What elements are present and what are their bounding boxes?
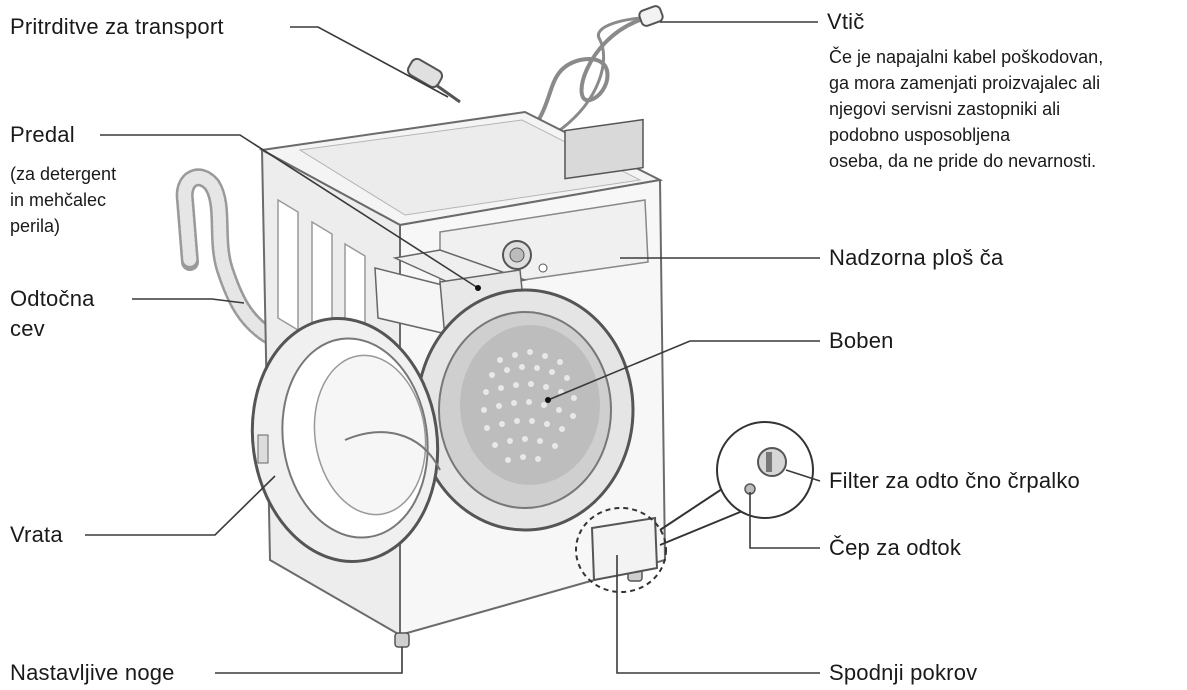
- label-door: Vrata: [10, 522, 63, 547]
- label-bottom-cover: Spodnji pokrov: [829, 660, 978, 685]
- door-illustration: [250, 317, 441, 563]
- label-drawer: Predal: [10, 122, 75, 147]
- plug-note-line-3: njegovi servisni zastopniki ali: [829, 99, 1061, 119]
- label-adjustable-feet: Nastavljive noge: [10, 660, 175, 685]
- plug-note-line-4: podobno usposobljena: [829, 125, 1011, 145]
- drum-illustration: [415, 288, 635, 532]
- label-drain-pump-filter: Filter za odto čno črpalko: [829, 468, 1080, 493]
- label-drain-hose-2: cev: [10, 316, 45, 341]
- label-drawer-sub-3: perila): [10, 216, 61, 236]
- label-drawer-sub-1: (za detergent: [10, 164, 117, 184]
- label-transport-bolts: Pritrditve za transport: [10, 14, 224, 39]
- label-drain-plug: Čep za odtok: [829, 535, 962, 560]
- plug-note-line-2: ga mora zamenjati proizvajalec ali: [829, 73, 1101, 93]
- leader-lines: [85, 21, 821, 674]
- bottom-cover-illustration: [575, 507, 667, 593]
- label-plug: Vtič: [827, 9, 865, 34]
- plug-note-line-1: Če je napajalni kabel poškodovan,: [829, 47, 1104, 67]
- pointer-dot: [545, 397, 551, 403]
- plug-note-line-5: oseba, da ne pride do nevarnosti.: [829, 151, 1097, 171]
- power-cord-illustration: [518, 5, 664, 142]
- pointer-dot: [475, 285, 481, 291]
- label-control-panel: Nadzorna ploš ča: [829, 245, 1004, 270]
- label-drum: Boben: [829, 328, 894, 353]
- label-drain-hose-1: Odtočna: [10, 286, 95, 311]
- filter-detail-illustration: [659, 421, 814, 546]
- label-drawer-sub-2: in mehčalec: [10, 190, 107, 210]
- transport-bolt-illustration: [406, 57, 461, 104]
- drain-hose-illustration: [175, 168, 277, 344]
